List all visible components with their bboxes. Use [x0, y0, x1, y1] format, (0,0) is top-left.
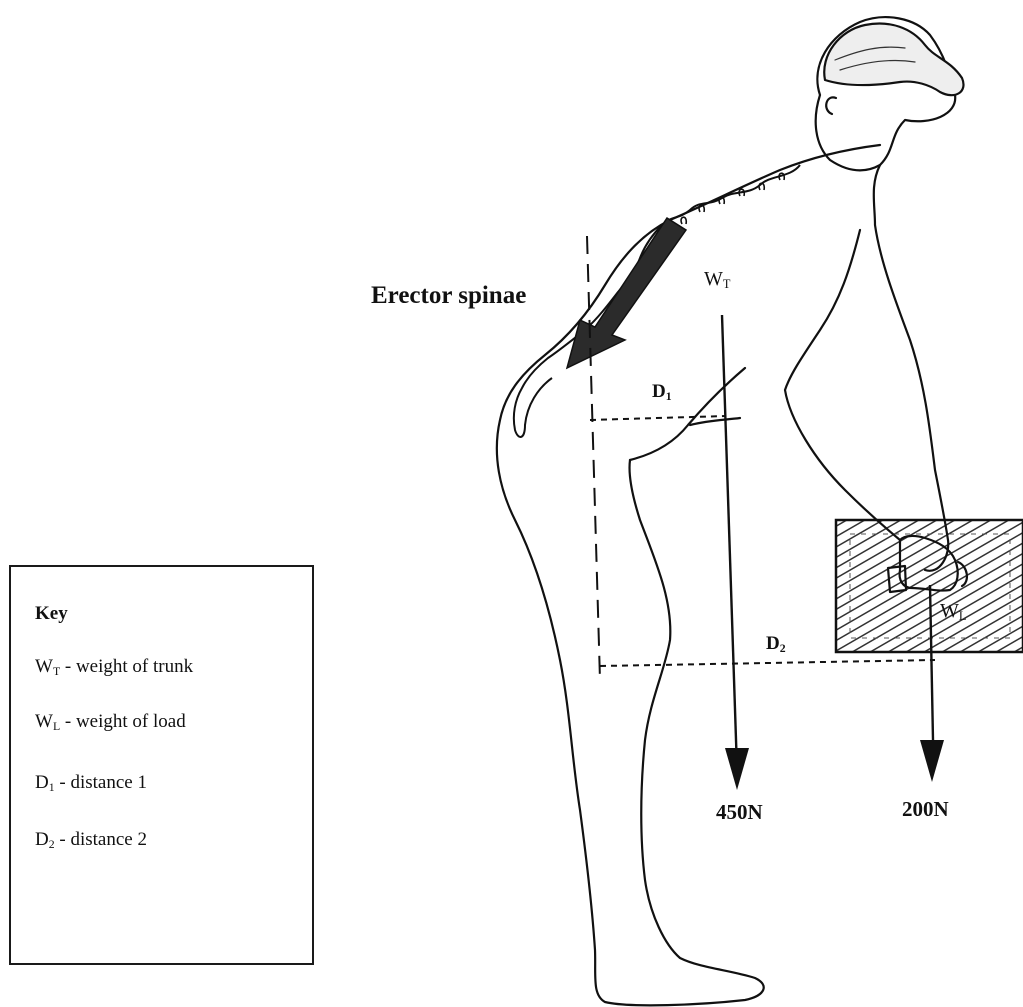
trunk-force-value: 450N: [716, 800, 763, 825]
key-item-load: WL - weight of load: [35, 711, 186, 734]
erector-spinae-arrow: [567, 218, 686, 368]
key-item-distance1: D1 - distance 1: [35, 772, 147, 795]
erector-spinae-label: Erector spinae: [371, 282, 526, 310]
key-item-trunk: WT - weight of trunk: [35, 656, 193, 679]
key-title: Key: [35, 603, 68, 625]
d1-distance-line: [590, 416, 726, 420]
load-arrowhead: [920, 740, 944, 782]
trunk-weight-label: WT: [704, 268, 730, 292]
load-force-value: 200N: [902, 797, 949, 822]
key-item-distance2: D2 - distance 2: [35, 829, 147, 852]
person-outline: [497, 17, 967, 1005]
d1-label: D1: [652, 381, 672, 404]
load-weight-label: WL: [940, 600, 966, 624]
d2-distance-line: [600, 660, 935, 666]
trunk-arrowhead: [725, 748, 749, 790]
key-box: Key WT - weight of trunk WL - weight of …: [9, 565, 314, 965]
d2-label: D2: [766, 633, 786, 656]
trunk-weight-arrow: [722, 315, 737, 770]
